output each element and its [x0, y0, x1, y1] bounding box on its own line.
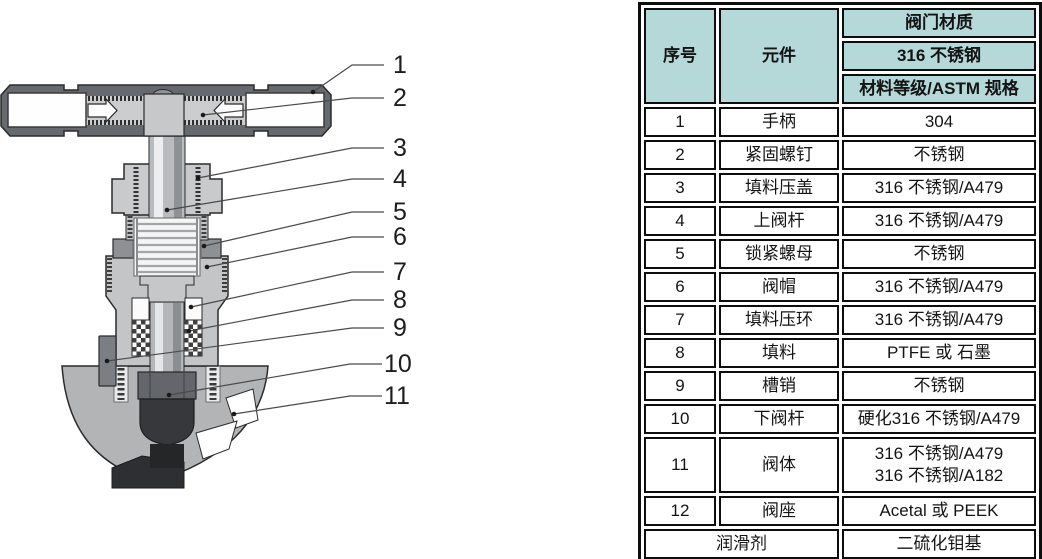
row-material: 316 不锈钢/A479 [842, 173, 1036, 203]
row-part: 填料压盖 [719, 173, 839, 203]
row-part: 上阀杆 [719, 206, 839, 236]
row-no: 12 [644, 496, 716, 526]
callout-10: 10 [384, 350, 412, 378]
materials-table: 序号 元件 阀门材质 316 不锈钢 材料等级/ASTM 规格 1 手柄 304… [638, 2, 1042, 559]
row-no: 8 [644, 338, 716, 368]
handle-left-tube [7, 92, 87, 128]
valve-diagram: 1 2 3 4 5 6 7 8 9 10 11 [0, 51, 412, 489]
materials-table-panel: 序号 元件 阀门材质 316 不锈钢 材料等级/ASTM 规格 1 手柄 304… [636, 0, 1042, 559]
row-no: 9 [644, 371, 716, 401]
callout-3: 3 [393, 134, 407, 162]
lubricant-material: 二硫化钼基 [842, 529, 1036, 559]
row-material: 硬化316 不锈钢/A479 [842, 404, 1036, 434]
table-row: 12 阀座 Acetal 或 PEEK [644, 496, 1036, 526]
row-no: 5 [644, 239, 716, 269]
stem-threads [133, 217, 201, 277]
row-no: 2 [644, 140, 716, 170]
row-material: 316 不锈钢/A479 [842, 206, 1036, 236]
row-part: 手柄 [719, 107, 839, 137]
callout-2: 2 [393, 84, 407, 112]
callout-11: 11 [384, 382, 410, 410]
table-row: 9 槽销 不锈钢 [644, 371, 1036, 401]
row-material-line2: 316 不锈钢/A182 [874, 466, 1004, 485]
valve-cross-section-svg: 1 2 3 4 5 6 7 8 9 10 11 [0, 51, 412, 489]
lubricant-row: 润滑剂 二硫化钼基 [644, 529, 1036, 559]
set-screw-left [87, 97, 118, 124]
row-material: 不锈钢 [842, 140, 1036, 170]
row-part: 阀座 [719, 496, 839, 526]
header-component: 元件 [719, 8, 839, 104]
row-no: 3 [644, 173, 716, 203]
row-part: 锁紧螺母 [719, 239, 839, 269]
table-row: 4 上阀杆 316 不锈钢/A479 [644, 206, 1036, 236]
row-part: 填料 [719, 338, 839, 368]
table-row: 7 填料压环 316 不锈钢/A479 [644, 305, 1036, 335]
handle-right-tube [245, 92, 325, 128]
row-part: 下阀杆 [719, 404, 839, 434]
callout-6: 6 [393, 223, 407, 251]
leader-dots [104, 89, 316, 417]
row-material-line1: 316 不锈钢/A479 [874, 443, 1004, 463]
row-material: PTFE 或 石墨 [842, 338, 1036, 368]
row-part: 阀体 [719, 437, 839, 493]
table-row: 1 手柄 304 [644, 107, 1036, 137]
row-no: 10 [644, 404, 716, 434]
row-no: 11 [644, 437, 716, 493]
lower-stem-shaft [149, 301, 185, 375]
row-no: 4 [644, 206, 716, 236]
row-no: 6 [644, 272, 716, 302]
row-material: 304 [842, 107, 1036, 137]
header-material-spec: 材料等级/ASTM 规格 [842, 74, 1036, 104]
row-material: 316 不锈钢/A479 316 不锈钢/A182 [842, 437, 1036, 493]
handle-hub [143, 93, 185, 137]
row-material: 316 不锈钢/A479 [842, 305, 1036, 335]
callout-8: 8 [393, 286, 407, 314]
row-no: 1 [644, 107, 716, 137]
callout-1: 1 [393, 51, 407, 79]
table-row: 2 紧固螺钉 不锈钢 [644, 140, 1036, 170]
table-row: 6 阀帽 316 不锈钢/A479 [644, 272, 1036, 302]
callout-5: 5 [393, 198, 407, 226]
row-material: 316 不锈钢/A479 [842, 272, 1036, 302]
row-material: 不锈钢 [842, 239, 1036, 269]
row-no: 7 [644, 305, 716, 335]
row-part: 填料压环 [719, 305, 839, 335]
lubricant-label: 润滑剂 [644, 529, 839, 559]
table-row: 8 填料 PTFE 或 石墨 [644, 338, 1036, 368]
row-material: Acetal 或 PEEK [842, 496, 1036, 526]
row-material: 不锈钢 [842, 371, 1036, 401]
callout-4: 4 [393, 165, 407, 193]
packing-ring [131, 297, 203, 321]
table-row: 10 下阀杆 硬化316 不锈钢/A479 [644, 404, 1036, 434]
header-material-sub: 316 不锈钢 [842, 41, 1036, 71]
row-part: 紧固螺钉 [719, 140, 839, 170]
table-row: 3 填料压盖 316 不锈钢/A479 [644, 173, 1036, 203]
table-row: 5 锁紧螺母 不锈钢 [644, 239, 1036, 269]
set-screw-right [213, 97, 244, 124]
callout-9: 9 [393, 314, 407, 342]
header-seq: 序号 [644, 8, 716, 104]
header-material-title: 阀门材质 [842, 8, 1036, 38]
row-part: 槽销 [719, 371, 839, 401]
leader-lines [106, 64, 384, 415]
handle [0, 84, 332, 137]
callout-7: 7 [393, 258, 407, 286]
row-part: 阀帽 [719, 272, 839, 302]
table-row: 11 阀体 316 不锈钢/A479 316 不锈钢/A182 [644, 437, 1036, 493]
